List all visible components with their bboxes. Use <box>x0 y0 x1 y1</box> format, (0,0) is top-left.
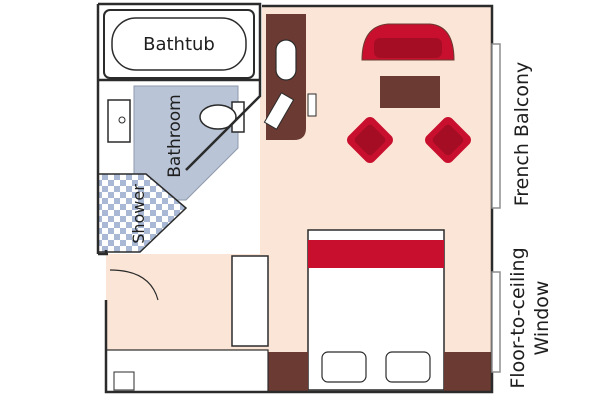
bed-throw <box>308 240 444 268</box>
cabin-walls <box>104 4 494 394</box>
balcony-rail <box>491 43 501 209</box>
toilet-bowl <box>199 104 237 130</box>
pillow-left <box>321 351 367 383</box>
sink-drain <box>118 116 126 124</box>
window-rail <box>491 271 501 373</box>
door-swing <box>109 269 159 301</box>
armchair-left <box>347 117 393 163</box>
bathtub-inner <box>111 17 247 71</box>
wardrobe <box>231 255 269 347</box>
closet-safe <box>113 371 135 391</box>
bathroom-walls <box>96 2 262 256</box>
bathtub-label: Bathtub <box>143 34 215 55</box>
bathroom-label: Bathroom <box>165 94 185 178</box>
shower-label: Shower <box>129 184 148 244</box>
sofa-seat <box>374 38 442 58</box>
window-label-line1: Floor-to-ceiling <box>507 247 529 388</box>
pillow-right <box>385 351 431 383</box>
window-label-line2: Window <box>531 281 553 356</box>
balcony-label: French Balcony <box>511 62 533 207</box>
desk-chair <box>307 93 317 117</box>
desk-lamp <box>275 39 297 81</box>
laptop <box>263 92 295 130</box>
coffee-table <box>380 76 440 108</box>
nightstand-left <box>268 352 308 392</box>
nightstand-right <box>444 352 492 392</box>
armchair-right <box>425 117 471 163</box>
